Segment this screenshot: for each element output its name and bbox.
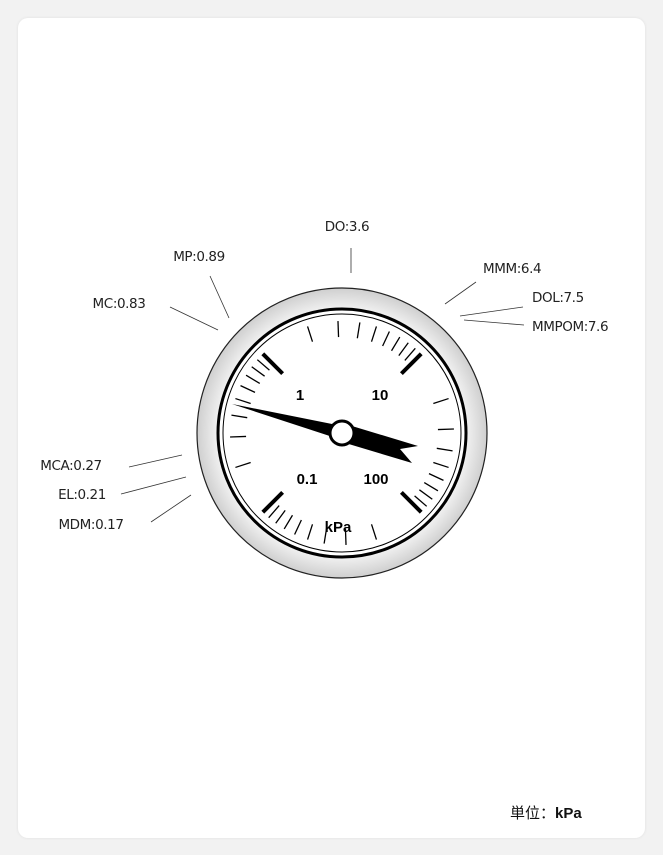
annotation-mca: MCA:0.27 <box>40 458 101 474</box>
minor-tick <box>306 326 314 342</box>
minor-tick <box>423 481 439 492</box>
minor-tick <box>370 326 378 342</box>
major-tick <box>399 352 423 376</box>
leader-line-el <box>120 476 187 495</box>
minor-tick <box>251 366 265 377</box>
minor-tick <box>268 505 280 519</box>
minor-tick <box>390 336 401 352</box>
annotation-labels: DO:3.6 MP:0.89 MC:0.83 MMM:6.4 DOL:7.5 M… <box>40 219 608 533</box>
scale-label-0.1: 0.1 <box>297 471 318 488</box>
minor-tick <box>404 347 416 361</box>
needle-hub <box>328 419 356 447</box>
minor-tick <box>414 495 428 507</box>
minor-tick <box>437 428 454 431</box>
minor-tick <box>382 331 390 347</box>
needle-head <box>342 423 418 463</box>
unit-prefix: 単位： <box>510 805 556 822</box>
leader-line-mdm <box>150 494 192 523</box>
minor-tick <box>356 322 361 339</box>
minor-tick <box>256 359 270 371</box>
minor-tick <box>428 473 444 481</box>
annotation-el: EL:0.21 <box>58 487 106 503</box>
gauge-unit-label: kPa <box>325 519 352 536</box>
minor-tick <box>419 489 433 500</box>
leader-line-dol <box>459 306 524 317</box>
minor-tick <box>294 519 302 535</box>
minor-tick <box>231 414 248 419</box>
minor-tick <box>433 397 449 405</box>
annotation-mmm: MMM:6.4 <box>483 261 541 277</box>
annotation-lines <box>120 248 525 523</box>
minor-tick <box>436 447 453 452</box>
minor-tick <box>230 435 247 438</box>
leader-line-mmm <box>444 281 477 305</box>
annotation-mdm: MDM:0.17 <box>58 517 123 533</box>
minor-tick <box>235 397 251 405</box>
leader-line-mp <box>209 275 230 319</box>
major-tick <box>261 490 285 514</box>
annotation-dol: DOL:7.5 <box>532 290 584 306</box>
minor-tick <box>306 524 314 540</box>
annotation-mc: MC:0.83 <box>93 296 146 312</box>
minor-tick <box>235 461 251 469</box>
minor-tick <box>240 385 256 393</box>
leader-line-mca <box>128 454 183 468</box>
minor-tick <box>245 374 261 385</box>
major-tick <box>261 352 285 376</box>
leader-line-mc <box>169 306 219 331</box>
minor-tick <box>370 524 378 540</box>
minor-tick <box>433 461 449 469</box>
minor-tick <box>275 510 286 524</box>
gauge-needle <box>232 404 418 463</box>
leader-line-mmpom <box>463 319 525 326</box>
scale-label-100: 100 <box>363 471 388 488</box>
needle-tail <box>232 404 342 440</box>
minor-tick <box>398 342 409 356</box>
unit-value: kPa <box>555 805 582 822</box>
minor-tick <box>283 514 294 530</box>
minor-tick <box>337 321 340 338</box>
gauge-ticks <box>230 321 454 545</box>
scale-label-10: 10 <box>372 387 389 404</box>
scale-label-1: 1 <box>296 387 304 404</box>
major-tick <box>399 490 423 514</box>
minor-tick <box>344 528 347 545</box>
annotation-mmpom: MMPOM:7.6 <box>532 319 608 335</box>
annotation-mp: MP:0.89 <box>173 249 225 265</box>
annotation-do: DO:3.6 <box>325 219 369 235</box>
unit-footer: 単位：kPa <box>510 802 582 823</box>
minor-tick <box>323 527 328 544</box>
